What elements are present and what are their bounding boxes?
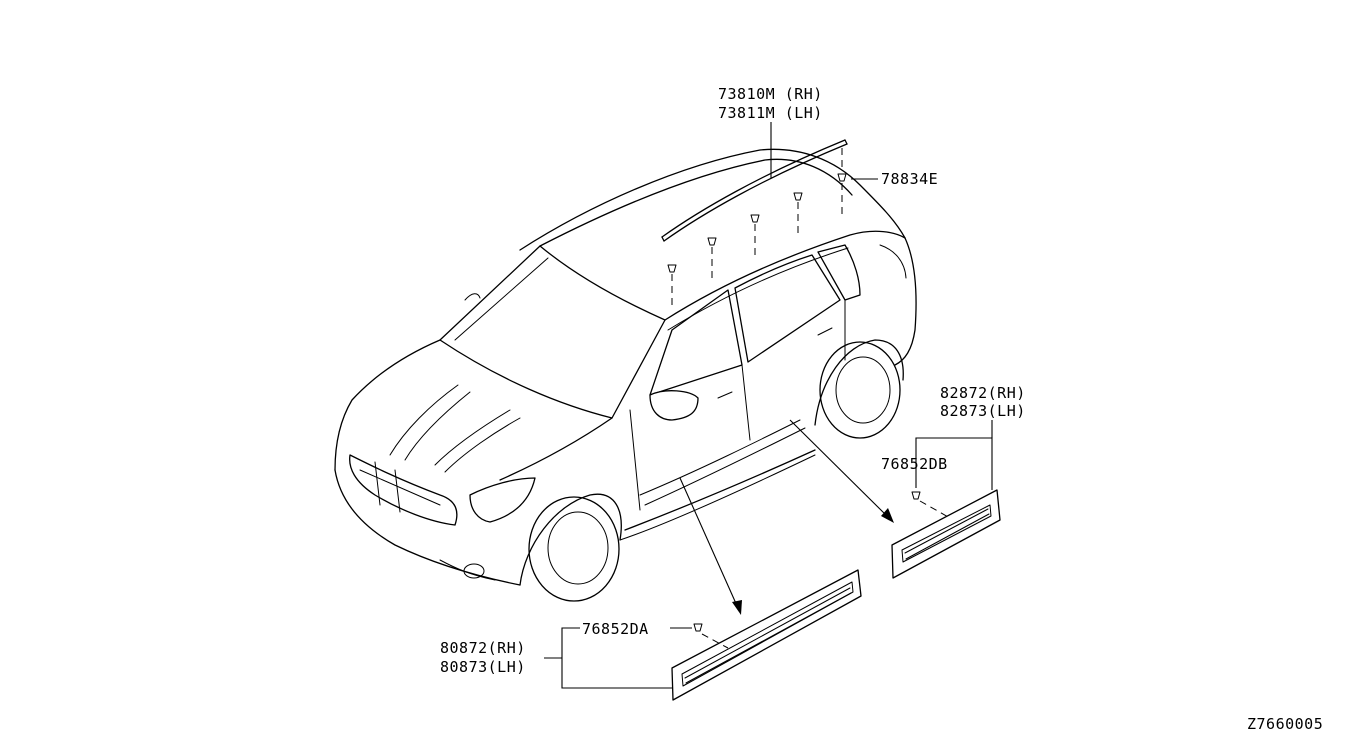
label-roof-molding-rh: 73810M (RH) — [718, 85, 823, 103]
clip-icon — [750, 214, 760, 255]
label-clip-roof: 78834E — [881, 170, 938, 188]
rear-leader-bracket — [915, 420, 993, 490]
vehicle-illustration — [334, 148, 917, 602]
label-front-door-molding-lh: 80873(LH) — [440, 658, 526, 676]
label-rear-door-molding-rh: 82872(RH) — [940, 384, 1026, 402]
clip-icon — [793, 192, 803, 233]
clip-icon — [911, 491, 921, 500]
front-door-molding — [671, 569, 862, 701]
clip-icon — [693, 623, 703, 632]
roof-clips — [667, 148, 847, 305]
rear-door-molding — [891, 489, 1001, 579]
clip-icon — [707, 237, 717, 278]
roof-molding — [661, 139, 848, 242]
label-front-door-molding-rh: 80872(RH) — [440, 639, 526, 657]
front-leader-bracket — [544, 627, 692, 689]
arrow-to-front-molding — [679, 477, 742, 615]
label-clip-rear: 76852DB — [881, 455, 948, 473]
label-clip-front: 76852DA — [582, 620, 649, 638]
clip-icon — [837, 173, 847, 214]
label-rear-door-molding-lh: 82873(LH) — [940, 402, 1026, 420]
clip-icon — [667, 264, 677, 305]
label-roof-molding-lh: 73811M (LH) — [718, 104, 823, 122]
arrow-to-rear-molding — [789, 419, 894, 523]
diagram-id: Z7660005 — [1247, 715, 1323, 733]
